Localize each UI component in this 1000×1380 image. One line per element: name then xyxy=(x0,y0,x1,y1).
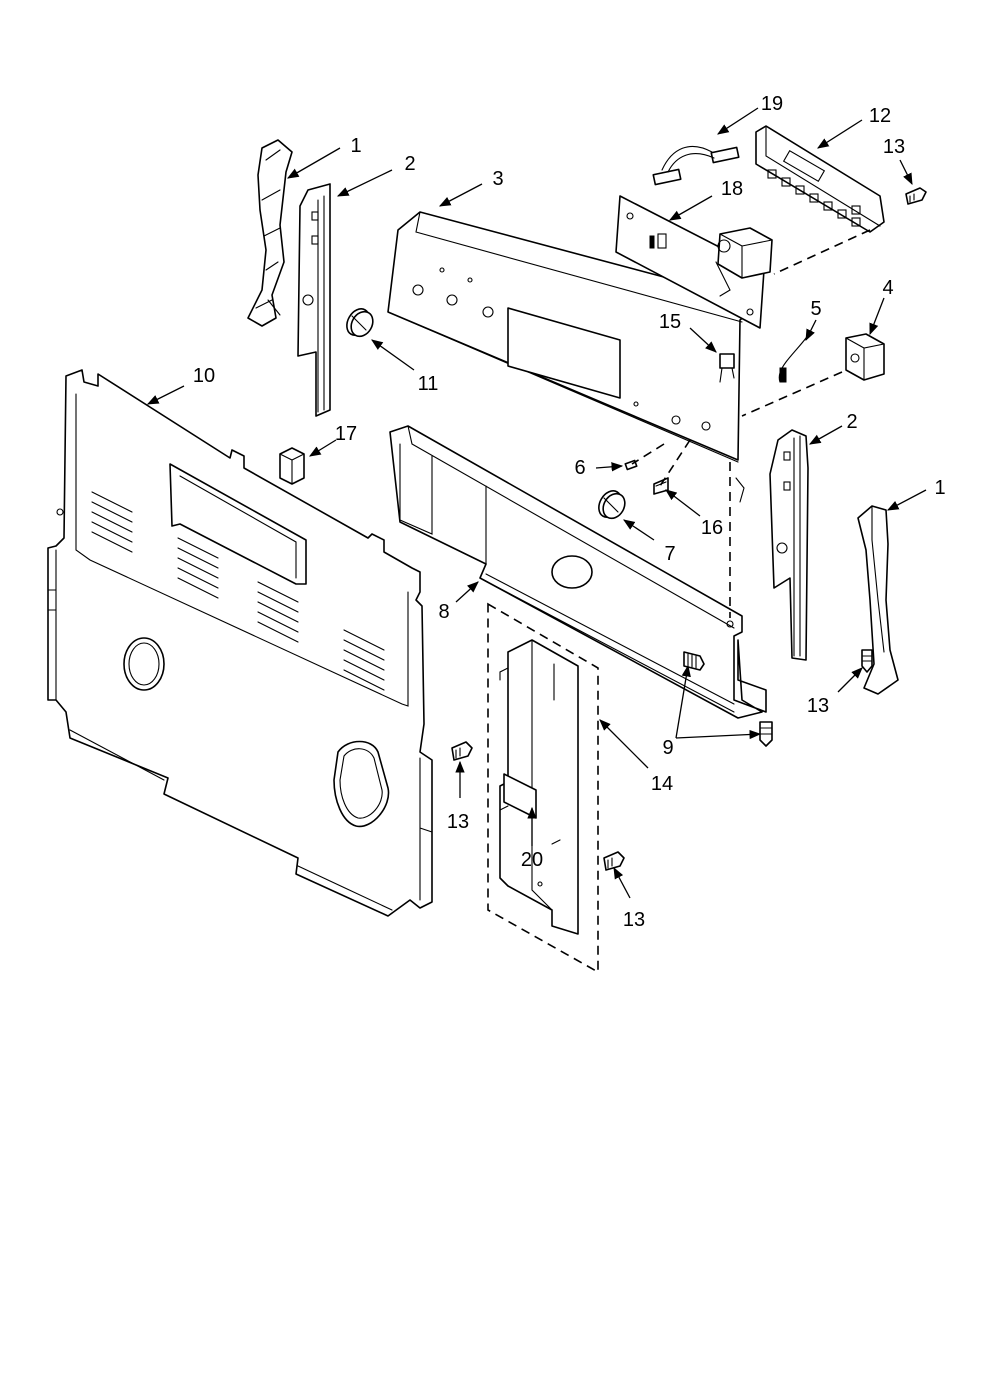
callout-4: 4 xyxy=(882,277,893,299)
callout-17: 17 xyxy=(335,423,357,445)
callout-2-right: 2 xyxy=(846,411,857,433)
callout-5: 5 xyxy=(810,298,821,320)
callout-19: 19 xyxy=(761,93,783,115)
part-screws-13 xyxy=(451,187,927,871)
callout-18: 18 xyxy=(721,178,743,200)
part-duct-14 xyxy=(487,602,599,974)
part-sensor-wire xyxy=(778,335,811,383)
callout-1-right: 1 xyxy=(934,477,945,499)
part-rear-panel xyxy=(47,369,433,917)
callout-13-left: 13 xyxy=(447,811,469,833)
part-control-board xyxy=(615,195,773,329)
part-screw-16 xyxy=(653,477,669,495)
callout-7: 7 xyxy=(664,543,675,565)
part-knob-11 xyxy=(346,308,374,338)
part-wire-harness xyxy=(652,145,740,186)
part-lower-panel xyxy=(389,425,767,719)
part-clip-17 xyxy=(279,447,305,485)
leader-arrows xyxy=(146,107,927,899)
part-knob-7 xyxy=(598,490,626,520)
assembly-guide-lines xyxy=(631,229,871,618)
part-side-trim-right xyxy=(857,505,899,695)
callout-13: 13 xyxy=(883,136,905,158)
callout-20: 20 xyxy=(521,849,543,871)
part-clip xyxy=(719,353,735,383)
callout-14: 14 xyxy=(651,773,673,795)
part-touch-control-pad xyxy=(755,125,885,233)
part-side-bracket-right xyxy=(769,429,809,661)
callout-15: 15 xyxy=(659,311,681,333)
callout-3: 3 xyxy=(492,168,503,190)
callout-6: 6 xyxy=(574,457,585,479)
callout-2: 2 xyxy=(404,153,415,175)
callout-10: 10 xyxy=(193,365,215,387)
callout-11: 11 xyxy=(418,373,439,395)
callout-9: 9 xyxy=(662,737,673,759)
callout-1: 1 xyxy=(350,135,361,157)
part-terminal-block xyxy=(845,333,885,381)
callout-8: 8 xyxy=(438,601,449,623)
callout-12: 12 xyxy=(869,105,891,127)
callout-13-bottom: 13 xyxy=(623,909,645,931)
callout-13-right: 13 xyxy=(807,695,829,717)
callout-labels: 1 2 3 19 12 13 18 15 5 4 11 10 17 2 6 16… xyxy=(193,93,946,931)
callout-16: 16 xyxy=(701,517,723,539)
part-side-trim-left xyxy=(247,139,293,327)
part-side-bracket-left xyxy=(297,183,331,417)
